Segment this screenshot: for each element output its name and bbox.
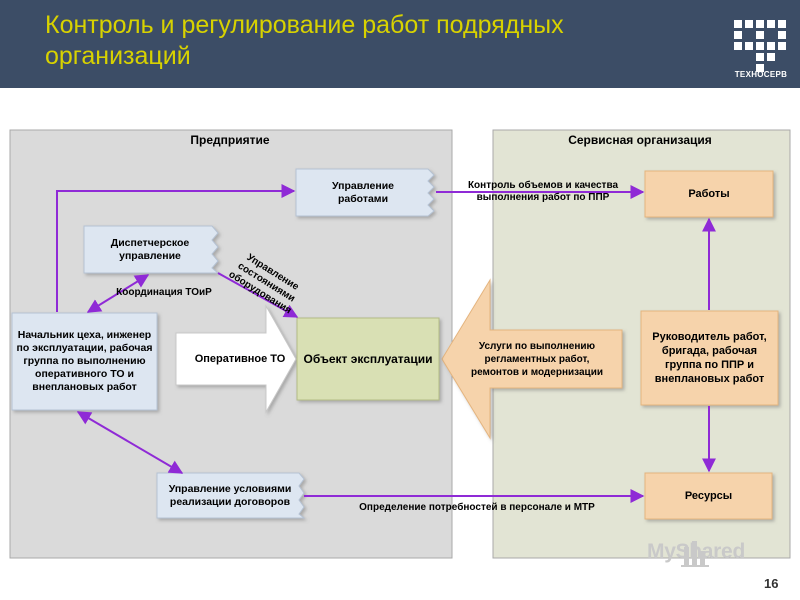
head-box: Начальник цеха, инженер по эксплуатации,… <box>16 329 153 393</box>
operative-to-block-arrow <box>175 304 297 414</box>
supervisor-box: Руководитель работ, бригада, рабочая гру… <box>652 331 767 385</box>
needs-edge-label: Определение потребностей в персонале и М… <box>359 502 595 513</box>
enterprise-panel-title: Предприятие <box>190 133 270 147</box>
header-bar <box>0 0 800 88</box>
control-edge-label: Контроль объемов и качества выполнения р… <box>467 180 619 203</box>
logo-text: ТЕХНОСЕРВ <box>734 70 788 79</box>
services-label: Услуги по выполнению регламентных работ,… <box>471 340 603 378</box>
head-to-work-mgmt-arrow <box>56 184 296 312</box>
object-box: Объект эксплуатации <box>303 351 433 366</box>
services-block-arrow <box>441 278 623 440</box>
technoserv-logo <box>734 20 786 72</box>
coordination-edge-label: Координация ТОиР <box>116 287 212 298</box>
resources-shape <box>644 472 773 520</box>
object-shape <box>296 317 440 401</box>
head-shape <box>11 312 158 411</box>
contract-mgmt-box: Управление условиями реализации договоро… <box>168 483 292 508</box>
work-management-box: Управление работами <box>331 180 395 205</box>
page-title: Контроль и регулирование работ подрядных… <box>45 11 564 70</box>
service-panel-title: Сервисная организация <box>568 133 712 147</box>
supervisor-shape <box>640 310 779 406</box>
state-mgmt-arrow <box>217 272 299 318</box>
coordination-arrow <box>86 274 150 313</box>
resources-box: Ресурсы <box>684 489 733 502</box>
contract-mgmt-shape <box>156 472 306 519</box>
works-box: Работы <box>688 187 730 200</box>
watermark-chart-icon <box>681 541 709 567</box>
operative-to-label: Оперативное ТО <box>194 352 286 365</box>
head-contract-arrow <box>76 411 184 474</box>
page-number: 16 <box>764 576 779 591</box>
dispatch-box: Диспетчерское управление <box>110 237 190 262</box>
watermark-text: MyShared <box>647 540 745 563</box>
dispatch-shape <box>83 225 220 274</box>
works-shape <box>644 170 774 218</box>
work-management-shape <box>295 168 435 217</box>
